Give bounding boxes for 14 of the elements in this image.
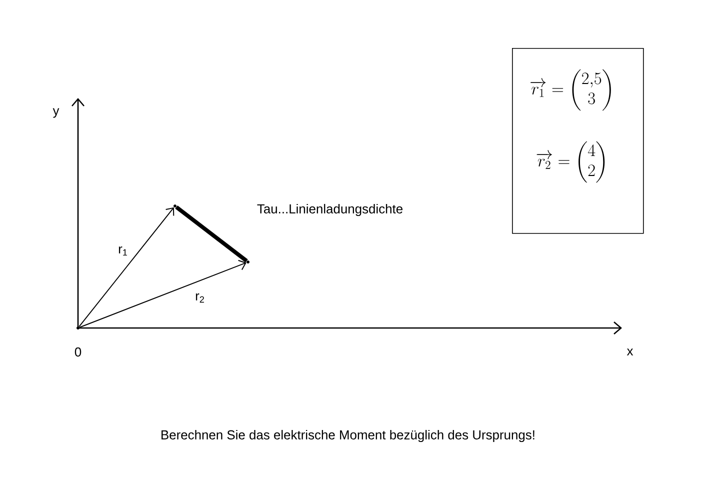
annotation-text: Tau...Linienladungsdichte	[257, 204, 402, 216]
edge-label: r$_{2}$	[196, 293, 204, 303]
point	[174, 204, 176, 208]
caption: Berechnen Sie das elektrische Moment bezüglich des Ursprungs!	[162, 430, 534, 442]
point	[76, 326, 80, 330]
origin-label: 0	[74, 347, 82, 357]
vector-arrow	[79, 260, 246, 328]
vector-arrow	[78, 207, 174, 328]
axis-label: x	[626, 348, 634, 356]
edge-label: r$_{1}$	[118, 246, 127, 256]
formula-box: $\overrightarrow{r_1} = \begin{pmatrix}2{,}5\\3\end{pmatrix}$ $\overrightarrow{r_2} = \begin{pmatrix}4\\2\end{pmatrix}$	[512, 48, 644, 234]
point	[246, 260, 250, 264]
line-charge-segment	[175, 205, 248, 263]
axis-label: y	[52, 108, 60, 118]
